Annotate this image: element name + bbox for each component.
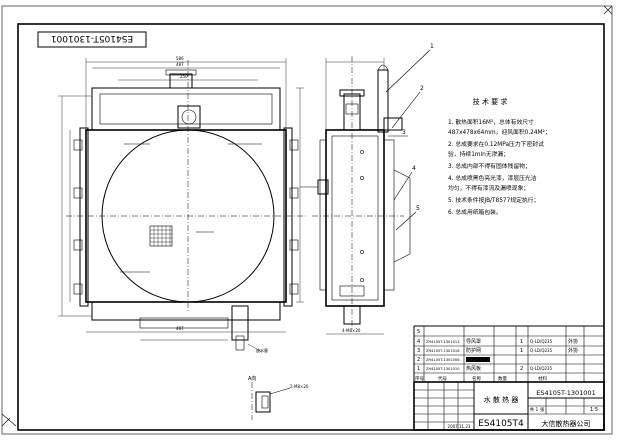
drawing-date: 2007.11.23 xyxy=(448,424,471,429)
bom-cell: 2 xyxy=(417,357,420,363)
section-label: A向 xyxy=(248,375,256,382)
bom-cell: 外协 xyxy=(568,338,578,345)
bom-cell: Q-LD/Q235 xyxy=(530,348,553,353)
requirement-line: 均匀，不得有漆流及漏喷现象； xyxy=(448,184,529,192)
callout-5: 5 xyxy=(416,205,420,212)
bom-header: 数量 xyxy=(498,375,507,382)
title-block: ES4105T-1301001 水 散 热 器 1:5 共 1 张 ES4105… xyxy=(413,381,605,431)
requirement-line: 487x478x64mm，迎风面积0.24M²； xyxy=(448,128,551,136)
corner-mark-icon xyxy=(603,5,613,15)
bom-cell: Q-LD/Q235 xyxy=(530,366,553,371)
requirement-line: 4. 总成喷黑色亮光漆，漆层压光洁 xyxy=(448,174,537,182)
svg-text:2-M8×20: 2-M8×20 xyxy=(290,384,309,389)
requirement-line: 验，持续1min无渗漏； xyxy=(448,150,509,158)
svg-text:487: 487 xyxy=(176,62,184,67)
svg-text:586: 586 xyxy=(176,56,184,61)
section-a-view: A向 2-M8×20 xyxy=(248,375,309,420)
bom-cell: 导风罩 xyxy=(466,339,481,345)
company-name: 大信散热器公司 xyxy=(542,419,591,428)
scale: 1:5 xyxy=(590,407,598,413)
bom-cell: 2 xyxy=(520,366,523,372)
sheet-count: 共 1 张 xyxy=(530,406,545,413)
bom-cell: ZH4105T-1301013 xyxy=(426,340,459,344)
front-view: 放水塞 586 487 250 487 xyxy=(58,56,306,353)
corner-mark-icon xyxy=(1,413,17,427)
core-grid-mark xyxy=(149,225,173,247)
callout-3: 3 xyxy=(402,129,406,136)
bom-cell: 防护网 xyxy=(466,347,481,354)
svg-text:4-M8×20: 4-M8×20 xyxy=(342,328,361,333)
svg-text:放水塞: 放水塞 xyxy=(256,347,268,353)
bom-cell: 外协 xyxy=(568,347,578,354)
requirement-line: 2. 总成要求在0.12MPa压力下密封试 xyxy=(448,140,544,148)
callouts: 1 2 3 4 5 xyxy=(385,43,434,231)
bom-header: 名称 xyxy=(472,375,481,382)
callout-1: 1 xyxy=(430,43,434,50)
bom-cell: 5 xyxy=(417,329,420,335)
bom-cell: 1 xyxy=(520,339,523,345)
bom-header: 序号 xyxy=(415,375,424,382)
svg-text:487: 487 xyxy=(176,326,184,331)
requirement-line: 6. 总成用纸箱包装。 xyxy=(448,208,502,216)
side-view: 4-M8×20 xyxy=(300,56,411,335)
code-box-text: ES4105T-1301001 xyxy=(51,33,133,43)
requirement-line: 5. 技术条件按JB/T8577规定执行； xyxy=(448,196,539,204)
bom-header: 代号 xyxy=(438,375,447,382)
bom-cell: ZH4105T-1301016 xyxy=(426,349,460,353)
bom-cell: 1 xyxy=(520,348,523,354)
requirements-title: 技 术 要 求 xyxy=(473,97,508,106)
bom-cell: 1 xyxy=(417,366,420,372)
bom-cell: 3 xyxy=(417,348,420,354)
model-number: ES4105T4 xyxy=(478,419,524,429)
drawing-frame xyxy=(17,23,605,431)
requirement-line: 3. 总成内部不得有固体残留物； xyxy=(448,162,531,170)
bom-cell: 热风板 xyxy=(466,365,481,372)
outer-border xyxy=(1,5,613,435)
bom-header: 材料 xyxy=(538,375,547,382)
drawing-number: ES4105T-1301001 xyxy=(536,389,595,397)
callout-4: 4 xyxy=(412,165,416,172)
svg-text:250: 250 xyxy=(180,74,188,79)
part-name: 水 散 热 器 xyxy=(484,395,519,404)
bom-cell: ZH4105T-1301010 xyxy=(426,367,460,371)
bom-cell: 4 xyxy=(417,339,420,345)
code-box xyxy=(37,31,147,48)
callout-2: 2 xyxy=(420,85,424,92)
requirement-line: 1. 散热面积16M²，总体有效尺寸 xyxy=(448,118,534,126)
bom-cell: ZH4105T-1301006 xyxy=(426,358,460,362)
bom-table: 5 4 ZH4105T-1301013 导风罩 1 Q-LD/Q235 外协 3… xyxy=(413,325,605,383)
bom-cell: Q-LD/Q235 xyxy=(530,339,553,344)
technical-requirements: 技 术 要 求 1. 散热面积16M²，总体有效尺寸 487x478x64mm，… xyxy=(448,97,551,216)
